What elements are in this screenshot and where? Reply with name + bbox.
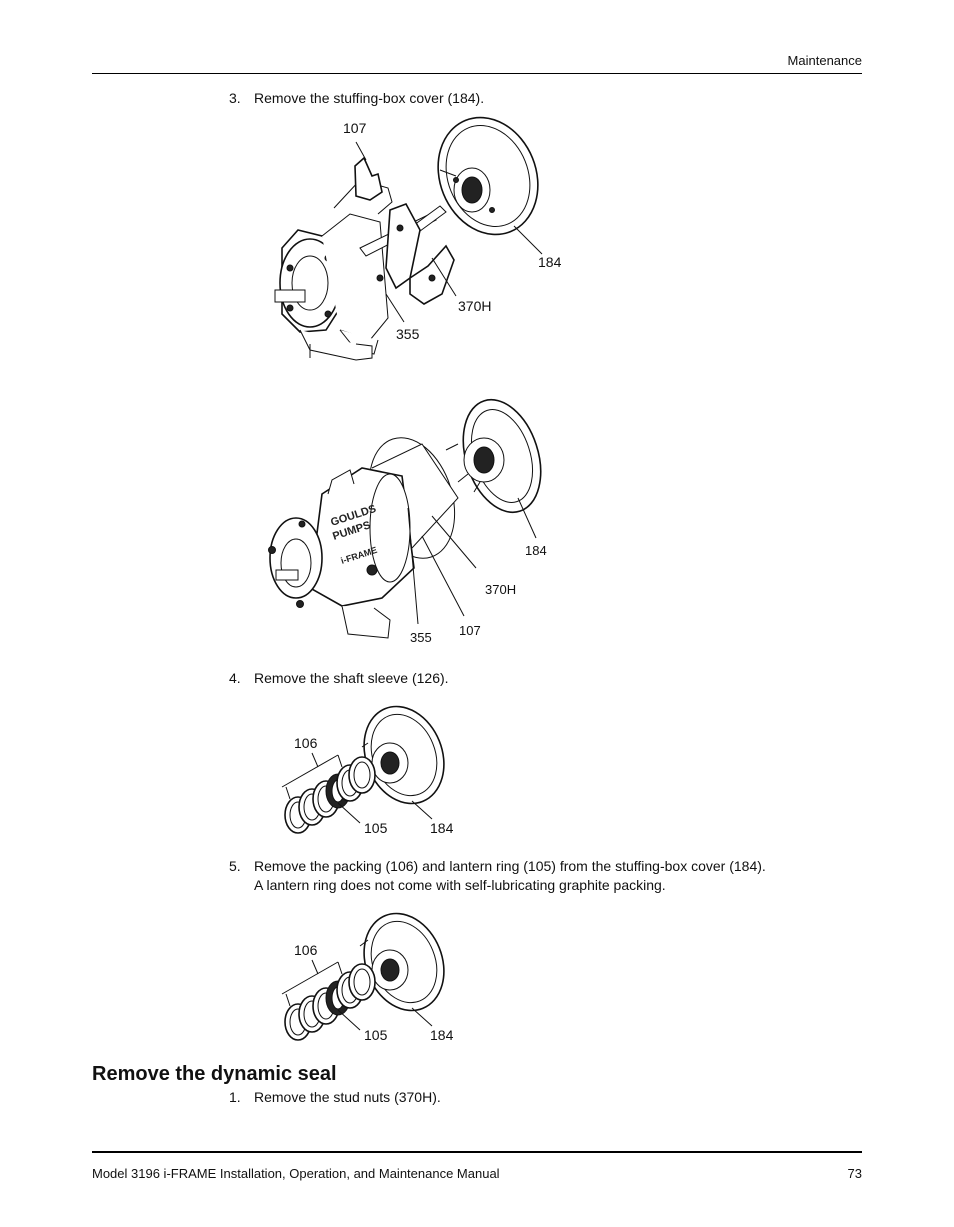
figure-stuffing-box-cover-removal: 107 184 370H 355 (260, 116, 580, 378)
callout-106: 106 (294, 942, 318, 958)
header-rule (92, 73, 862, 74)
callout-355: 355 (396, 326, 420, 342)
step-5: 5. Remove the packing (106) and lantern r… (229, 857, 766, 895)
step-number: 1. (229, 1089, 241, 1105)
callout-105: 105 (364, 820, 388, 836)
figure-iframe-stuffing-box-cover-removal: GOULDS PUMPS i-FRAME 184 370H 355 107 (262, 398, 562, 653)
step-1: 1. Remove the stud nuts (370H). (229, 1088, 441, 1107)
packing-rings (284, 756, 376, 834)
step-text: Remove the stud nuts (370H). (254, 1089, 441, 1105)
step-note: A lantern ring does not come with self-l… (254, 877, 666, 893)
figure-shaft-sleeve-removal: 106 105 184 (276, 703, 476, 843)
callout-184: 184 (525, 543, 547, 558)
step-text: Remove the packing (106) and lantern rin… (254, 858, 766, 874)
callout-370H: 370H (458, 298, 491, 314)
callout-370H: 370H (485, 582, 516, 597)
packing-rings (284, 963, 376, 1041)
footer-rule (92, 1151, 862, 1153)
step-number: 4. (229, 670, 241, 686)
callout-355: 355 (410, 630, 432, 645)
callout-107: 107 (343, 120, 367, 136)
step-text: Remove the shaft sleeve (126). (254, 670, 449, 686)
callout-184: 184 (430, 1027, 454, 1043)
callout-107: 107 (459, 623, 481, 638)
running-header: Maintenance (787, 53, 862, 68)
step-4: 4. Remove the shaft sleeve (126). (229, 669, 449, 688)
callout-105: 105 (364, 1027, 388, 1043)
section-heading: Remove the dynamic seal (92, 1063, 337, 1085)
step-3: 3. Remove the stuffing-box cover (184). (229, 89, 484, 108)
callout-184: 184 (538, 254, 562, 270)
footer-title: Model 3196 i-FRAME Installation, Operati… (92, 1166, 500, 1181)
figure-packing-lantern-ring-removal: 106 105 184 (276, 910, 476, 1050)
page-number: 73 (847, 1166, 862, 1181)
callout-184: 184 (430, 820, 454, 836)
step-number: 5. (229, 858, 241, 874)
callout-106: 106 (294, 735, 318, 751)
step-text: Remove the stuffing-box cover (184). (254, 90, 485, 106)
step-number: 3. (229, 90, 241, 106)
